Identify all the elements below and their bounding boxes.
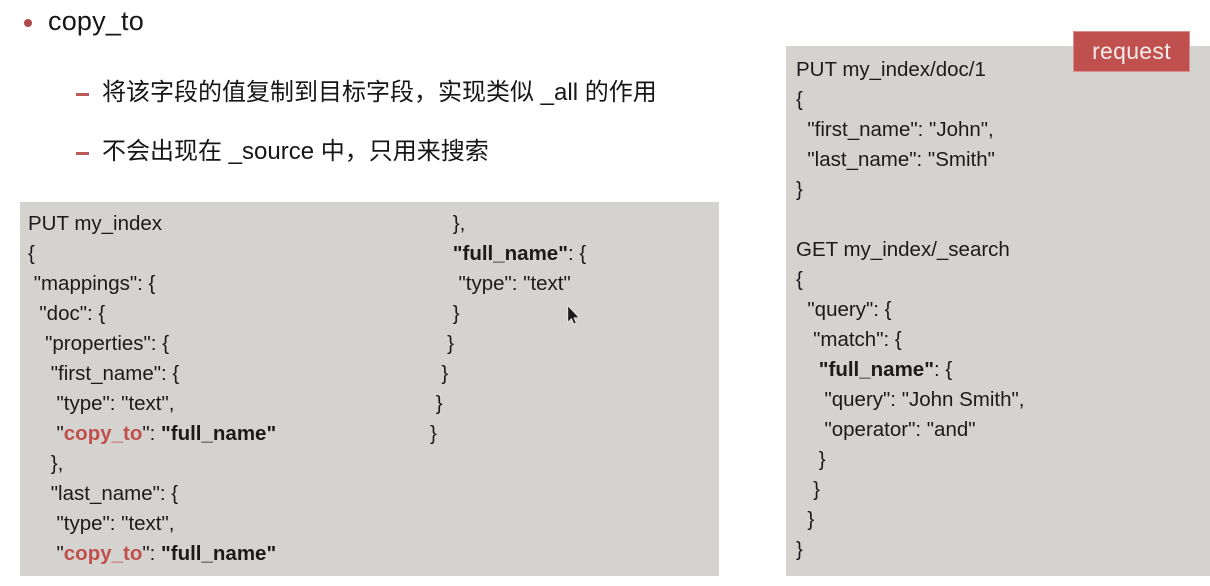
sub-bullet-label-0: 将该字段的值复制到目标字段，实现类似 _all 的作用 (102, 79, 657, 106)
code-column-request: PUT my_index/doc/1{ "first_name": "John"… (796, 58, 1025, 561)
status-badge-request: request (1073, 31, 1190, 72)
bullet-label-copy-to: copy_to (48, 6, 144, 36)
dot-bullet-icon (24, 19, 32, 27)
sub-bullet-item-0: 将该字段的值复制到目标字段，实现类似 _all 的作用 (76, 77, 657, 108)
dash-bullet-icon (76, 93, 89, 96)
dash-bullet-icon (76, 152, 89, 155)
code-panel-mapping: PUT my_index{ "mappings": { "doc": { "pr… (20, 202, 719, 576)
sub-bullet-label-1: 不会出现在 _source 中，只用来搜索 (102, 138, 489, 165)
code-column-mapping-right: }, "full_name": { "type": "text" } } } }… (430, 212, 587, 445)
sub-bullet-item-1: 不会出现在 _source 中，只用来搜索 (76, 136, 489, 167)
bullet-item-copy-to: copy_to (24, 5, 144, 38)
code-column-mapping-left: PUT my_index{ "mappings": { "doc": { "pr… (28, 212, 277, 565)
code-panel-request: PUT my_index/doc/1{ "first_name": "John"… (786, 46, 1210, 576)
